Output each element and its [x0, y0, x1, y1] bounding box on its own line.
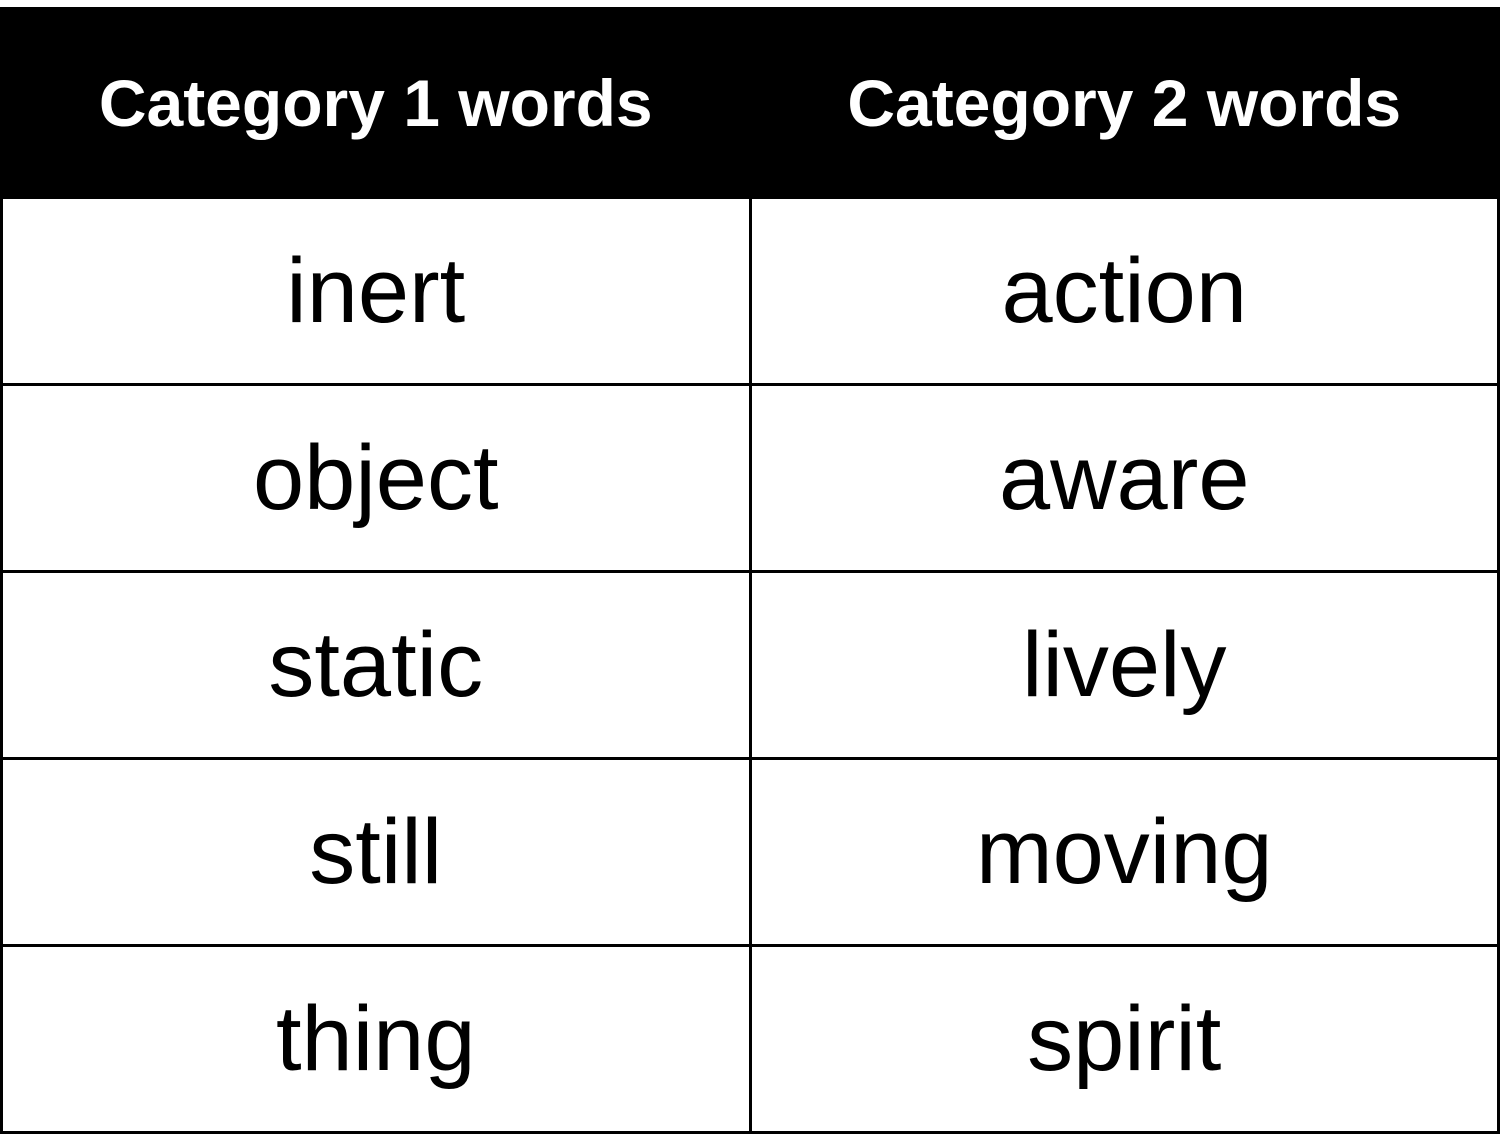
table-row: inert action [0, 196, 1500, 386]
category-2-cell: aware [748, 383, 1500, 573]
table-row: thing spirit [0, 944, 1500, 1134]
column-header-category-1: Category 1 words [0, 7, 752, 199]
category-1-cell: inert [0, 196, 752, 386]
category-2-cell: moving [748, 757, 1500, 947]
table-row: still moving [0, 757, 1500, 947]
table-row: static lively [0, 570, 1500, 760]
category-1-cell: object [0, 383, 752, 573]
category-1-cell: static [0, 570, 752, 760]
header-row: Category 1 words Category 2 words [0, 7, 1500, 199]
word-category-table: Category 1 words Category 2 words inert … [0, 7, 1500, 1134]
category-1-cell: still [0, 757, 752, 947]
category-1-cell: thing [0, 944, 752, 1134]
column-header-category-2: Category 2 words [748, 7, 1500, 199]
table-header: Category 1 words Category 2 words [0, 7, 1500, 199]
category-2-cell: lively [748, 570, 1500, 760]
category-2-cell: action [748, 196, 1500, 386]
table-body: inert action object aware static lively … [0, 196, 1500, 1134]
category-2-cell: spirit [748, 944, 1500, 1134]
table-row: object aware [0, 383, 1500, 573]
